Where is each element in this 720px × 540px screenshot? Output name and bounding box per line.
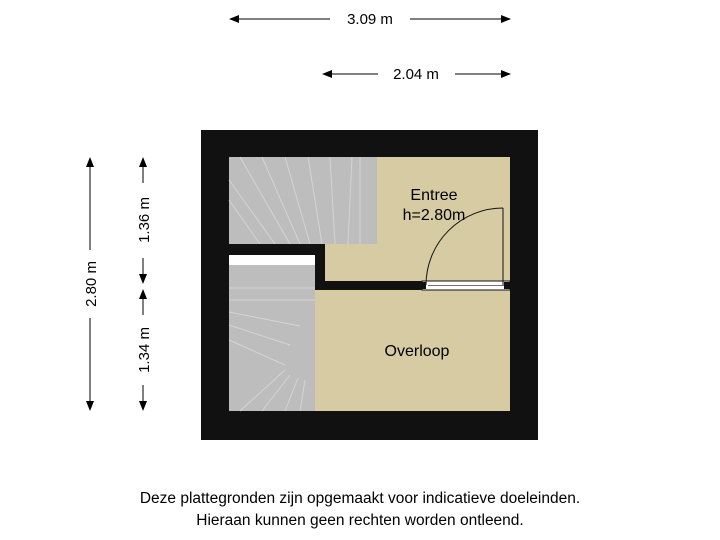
entree-label: Entree (410, 187, 457, 204)
inner-wall-horizontal (229, 244, 322, 255)
disclaimer-line-2: Hieraan kunnen geen rechten worden ontle… (196, 512, 524, 529)
entree-height-label: h=2.80m (403, 207, 466, 224)
dimension-left-upper: 1.36 m (136, 157, 153, 284)
dimension-left-total-label: 2.80 m (83, 261, 100, 307)
inner-wall-vertical (315, 244, 325, 290)
overloop-label: Overloop (385, 343, 450, 360)
overloop-floor (315, 290, 510, 411)
door (420, 207, 511, 291)
inner-wall-corridor (315, 281, 422, 290)
dimension-left-upper-label: 1.36 m (136, 197, 153, 243)
disclaimer-line-1: Deze plattegronden zijn opgemaakt voor i… (139, 490, 581, 507)
dimension-top-inner-label: 2.04 m (393, 66, 439, 83)
dimension-top-total-label: 3.09 m (347, 11, 393, 28)
dimension-top-total: 3.09 m (229, 11, 511, 28)
dimension-left-lower: 1.34 m (136, 289, 153, 411)
dimension-left-lower-label: 1.34 m (136, 327, 153, 373)
stair-landing-white (229, 255, 315, 265)
lower-staircase (228, 265, 315, 412)
dimension-top-inner: 2.04 m (322, 66, 511, 83)
dimension-left-total: 2.80 m (83, 157, 100, 411)
upper-staircase (228, 156, 377, 245)
